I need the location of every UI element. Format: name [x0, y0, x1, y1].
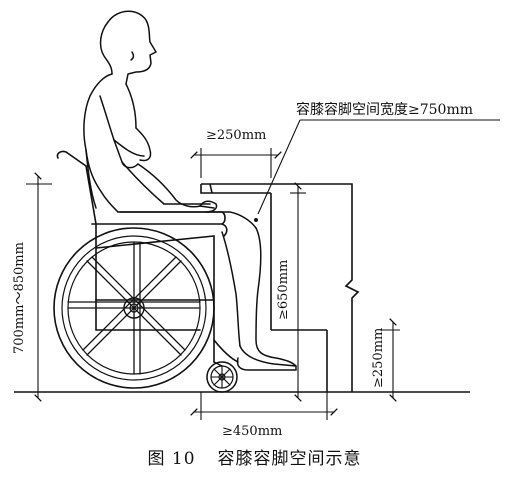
seated-person	[83, 10, 297, 371]
caption-title: 容膝容脚空间示意	[217, 449, 362, 469]
label-dim-right: ≥250mm	[371, 328, 386, 388]
caption-number: 图 10	[147, 449, 196, 469]
label-width-note: 容膝容脚空间宽度≥750mm	[296, 101, 473, 118]
label-dim-center: ≥650mm	[276, 260, 291, 320]
wheelchair	[53, 150, 239, 393]
label-dim-left: 700mm～850mm	[12, 242, 27, 354]
label-dim-top: ≥250mm	[206, 128, 266, 143]
label-dim-bottom: ≥450mm	[222, 424, 282, 439]
figure-caption: 图 10 容膝容脚空间示意	[0, 444, 509, 469]
dimension-lines	[26, 119, 500, 420]
